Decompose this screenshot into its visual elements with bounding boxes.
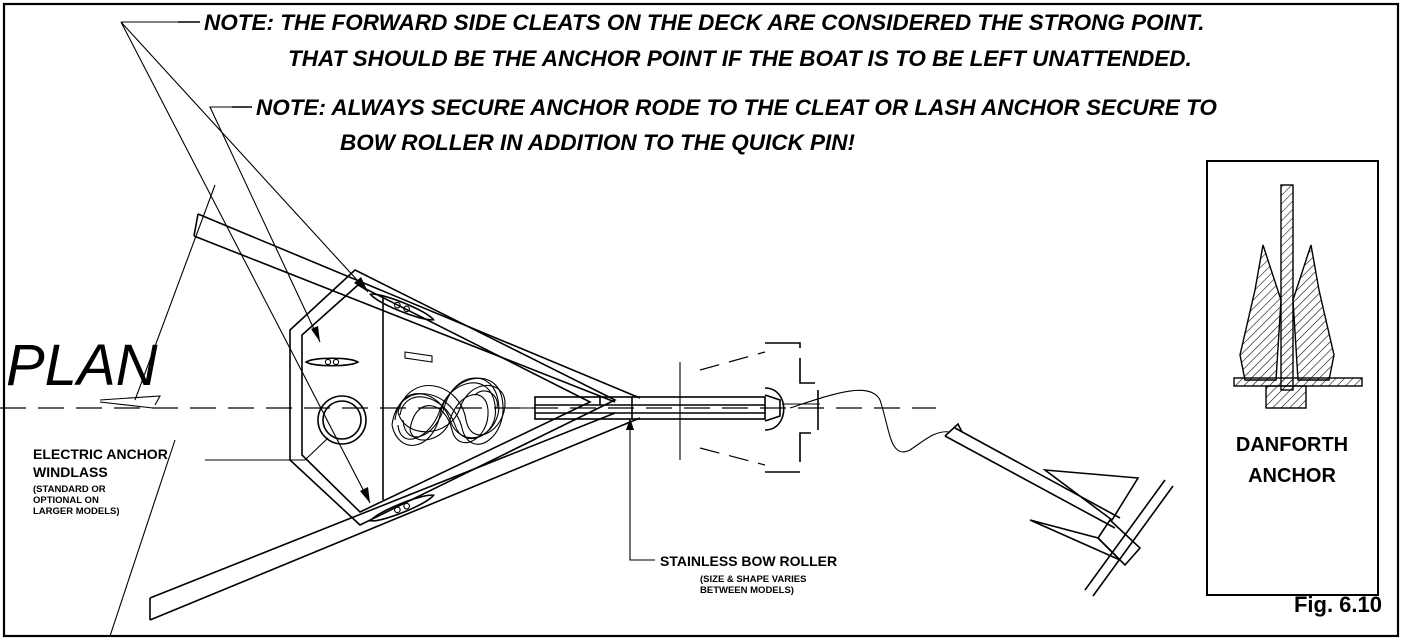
windlass-sub1: (STANDARD OR xyxy=(33,484,106,495)
bow-roller-line1: STAINLESS BOW ROLLER xyxy=(660,553,837,569)
note2-line1: NOTE: ALWAYS SECURE ANCHOR RODE TO THE C… xyxy=(256,95,1217,120)
plan-label: PLAN xyxy=(6,184,216,637)
note-leader-lines xyxy=(120,21,371,504)
note-secure-rode: NOTE: ALWAYS SECURE ANCHOR RODE TO THE C… xyxy=(232,95,1217,155)
view-label: PLAN xyxy=(6,333,158,398)
locker-slot xyxy=(404,351,433,363)
bow-roller-label: STAINLESS BOW ROLLER (SIZE & SHAPE VARIE… xyxy=(626,418,837,596)
inset-line2: ANCHOR xyxy=(1248,465,1336,487)
anchor-rode xyxy=(789,389,951,453)
coiled-rode-icon xyxy=(391,377,535,446)
windlass-line2: WINDLASS xyxy=(33,464,108,480)
inset-line1: DANFORTH xyxy=(1236,434,1348,456)
note2-line2: BOW ROLLER IN ADDITION TO THE QUICK PIN! xyxy=(340,130,855,155)
cleat-lower-icon xyxy=(369,494,435,522)
windlass-label: ELECTRIC ANCHOR WINDLASS (STANDARD OR OP… xyxy=(33,437,329,517)
bow-roller-sub1: (SIZE & SHAPE VARIES xyxy=(700,574,806,585)
deployed-anchor-icon xyxy=(944,422,1174,597)
note1-line2: THAT SHOULD BE THE ANCHOR POINT IF THE B… xyxy=(288,46,1192,71)
cleat-upper-icon xyxy=(369,293,435,321)
windlass-icon xyxy=(317,395,367,445)
danforth-inset: DANFORTH ANCHOR xyxy=(1206,160,1379,596)
note-strong-point: NOTE: THE FORWARD SIDE CLEATS ON THE DEC… xyxy=(178,10,1204,71)
windlass-sub3: LARGER MODELS) xyxy=(33,506,120,517)
figure-label: Fig. 6.10 xyxy=(1294,592,1382,617)
windlass-sub2: OPTIONAL ON xyxy=(33,495,99,506)
hull-outline xyxy=(149,213,641,621)
note1-line1: NOTE: THE FORWARD SIDE CLEATS ON THE DEC… xyxy=(204,10,1204,35)
cleat-middle-icon xyxy=(304,357,360,367)
bow-roller-sub2: BETWEEN MODELS) xyxy=(700,585,794,596)
windlass-line1: ELECTRIC ANCHOR xyxy=(33,446,168,462)
